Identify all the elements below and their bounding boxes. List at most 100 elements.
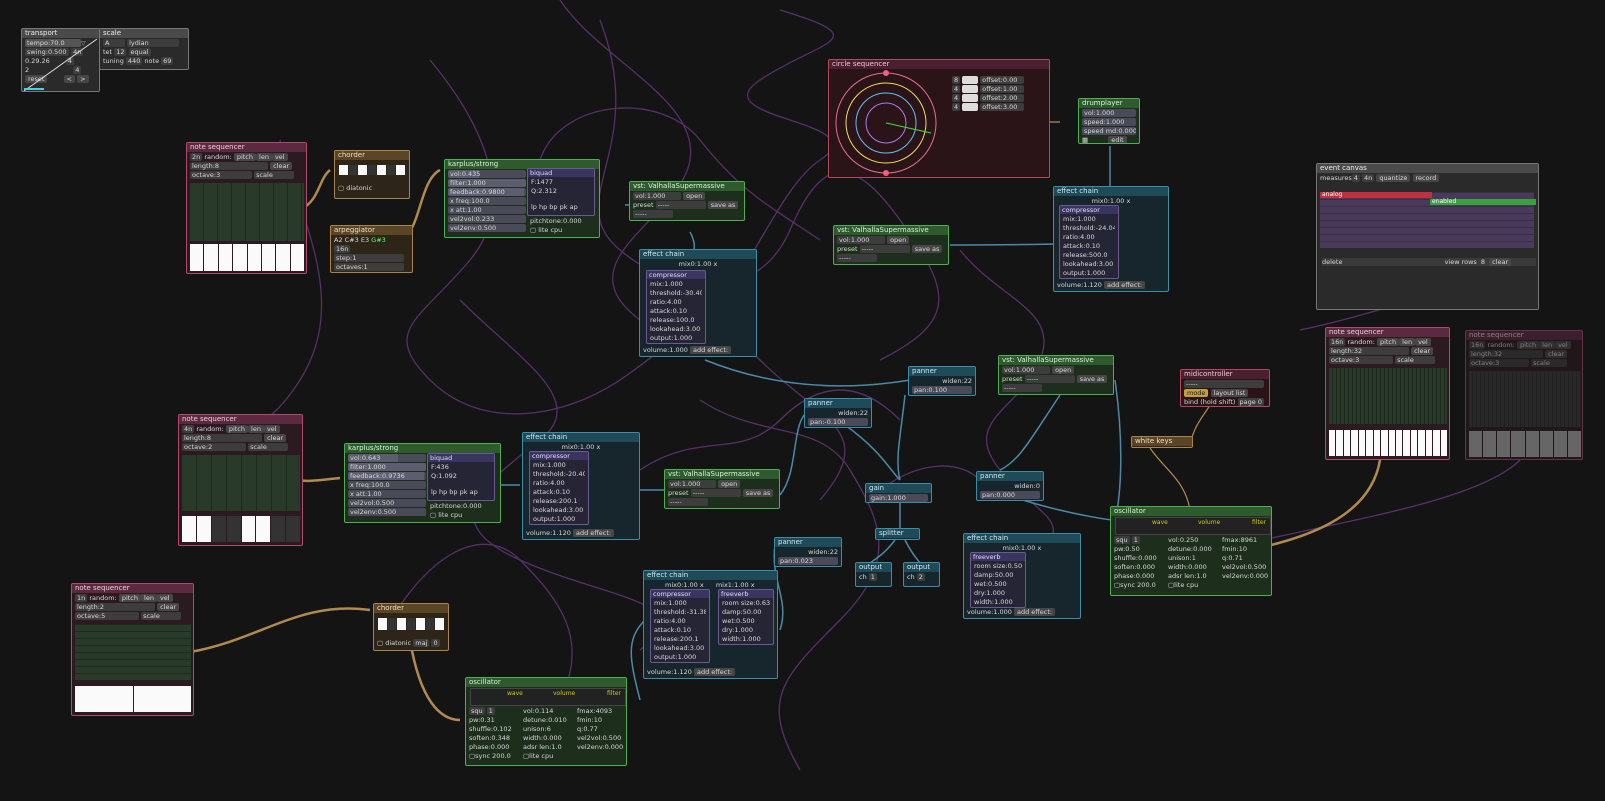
soften-slider[interactable]: soften:0.000 — [1114, 563, 1156, 571]
edit-button[interactable]: edit — [1108, 136, 1127, 143]
volume-slider[interactable]: volume:1.120 — [1057, 281, 1102, 289]
shuffle-slider[interactable]: shuffle:0.000 — [1114, 554, 1157, 562]
unison-slider[interactable]: unison:6 — [523, 725, 551, 733]
comp-attack[interactable]: attack:0.10 — [650, 307, 688, 315]
mix-value[interactable]: mix0:1.00 — [1002, 544, 1036, 552]
sync-value[interactable]: 200.0 — [492, 752, 511, 760]
param-select[interactable]: ----- — [837, 254, 877, 262]
vel2vol-slider[interactable]: vel2vol:0.500 — [1222, 563, 1267, 571]
comp-release[interactable]: release:100.0 — [650, 316, 695, 324]
keyboard[interactable] — [182, 516, 300, 542]
grid-icon[interactable]: ▦ — [1082, 136, 1089, 144]
damp[interactable]: damp:50.00 — [722, 608, 762, 616]
soften-slider[interactable]: soften:0.348 — [469, 734, 511, 742]
step-grid[interactable] — [75, 624, 191, 680]
width-slider[interactable]: width:0.000 — [523, 734, 562, 742]
speed-mod-slider[interactable]: speed md:0.000 — [1082, 127, 1136, 135]
scale-select[interactable]: scale — [1395, 356, 1436, 364]
freeverb-submodule[interactable]: freeverb room size:0.50 damp:50.00 wet:0… — [970, 552, 1026, 608]
sync-value[interactable]: 200.0 — [1137, 581, 1156, 589]
volume-slider[interactable]: volume:1.000 — [967, 608, 1012, 616]
vst-module[interactable]: vst: ValhallaSupermassive vol:1.000 open… — [998, 355, 1114, 395]
steps-field[interactable]: 8 — [952, 76, 961, 84]
scale-select[interactable]: scale — [254, 171, 295, 179]
filter-types[interactable]: lp hp bp pk ap — [531, 203, 578, 211]
feedback-slider[interactable]: feedback:0.9736 — [348, 472, 426, 480]
quantize-toggle[interactable]: quantize — [1376, 174, 1411, 182]
width[interactable]: width:1.000 — [722, 635, 761, 643]
pw-slider[interactable]: pw:0.50 — [1114, 545, 1140, 553]
vel2vol-slider[interactable]: vel2vol:0.500 — [577, 734, 622, 742]
pan-slider[interactable]: pan:0.023 — [778, 557, 838, 565]
wave-type-select[interactable]: squ — [469, 707, 485, 715]
keyboard[interactable] — [1469, 431, 1581, 457]
volume-slider[interactable]: volume:1.120 — [647, 668, 692, 676]
chevron-down-icon[interactable]: ▽ — [81, 40, 86, 47]
remove-x[interactable]: x — [596, 443, 601, 451]
tet-field[interactable]: 12 — [114, 48, 127, 56]
vel2env-slider[interactable]: vel2env:0.500 — [448, 224, 526, 232]
compressor-submodule[interactable]: compressor mix:1.000 threshold:-20.40 ra… — [529, 451, 589, 525]
vol-slider[interactable]: vol:1.000 — [1082, 109, 1136, 117]
transport-module[interactable]: transport tempo:70.0▽ swing:0.500 4n 0.2… — [21, 28, 100, 92]
comp-release[interactable]: release:200.1 — [654, 635, 699, 643]
waveform-display[interactable]: wave volume filter — [1115, 517, 1271, 535]
tempo-slider[interactable]: tempo:70.0 — [25, 39, 81, 47]
length-slider[interactable]: length:8 — [182, 434, 262, 442]
random-vel-button[interactable]: vel — [271, 153, 288, 161]
octave-select[interactable]: 1 — [1131, 536, 1140, 544]
mix-value[interactable]: mix0:1.00 — [1091, 197, 1125, 205]
pw-slider[interactable]: pw:0.31 — [469, 716, 495, 724]
width[interactable]: width:1.000 — [974, 598, 1013, 606]
adsr-len-slider[interactable]: adsr len:1.0 — [1168, 572, 1207, 580]
filter-slider[interactable]: filter:1.000 — [348, 463, 426, 471]
octave-slider[interactable]: octave:3 — [1329, 356, 1393, 364]
freq-value[interactable]: F:436 — [431, 463, 449, 471]
vst-module[interactable]: vst: ValhallaSupermassive vol:1.000 open… — [629, 181, 745, 221]
checkbox[interactable]: ▢ — [1168, 581, 1175, 589]
output-module[interactable]: output ch 1 — [855, 562, 892, 587]
chord-keys[interactable] — [378, 618, 445, 630]
step-grid[interactable] — [190, 183, 304, 241]
vel2env-slider[interactable]: vel2env:0.000 — [577, 743, 624, 751]
device-select[interactable]: ----- — [1184, 380, 1264, 388]
step-grid[interactable] — [1329, 368, 1447, 424]
comp-ratio[interactable]: ratio:4.00 — [654, 617, 686, 625]
output-module[interactable]: output ch 2 — [903, 562, 940, 587]
keyboard[interactable] — [1329, 430, 1447, 456]
clear-button[interactable]: clear — [157, 603, 180, 611]
keyboard[interactable] — [75, 686, 191, 712]
random-pitch-button[interactable]: pitch — [233, 153, 257, 161]
clear-button[interactable]: clear — [1489, 258, 1512, 266]
preset-select[interactable]: ----- — [655, 201, 706, 209]
offset-slider[interactable]: offset:1.00 — [980, 85, 1025, 93]
xfreq-slider[interactable]: x freq:100.0 — [348, 481, 426, 489]
random-pitch-button[interactable]: pitch — [225, 425, 249, 433]
random-vel-button[interactable]: vel — [156, 594, 173, 602]
random-len-button[interactable]: len — [141, 594, 157, 602]
param-select[interactable]: ----- — [668, 498, 708, 506]
width-slider[interactable]: width:0.000 — [1168, 563, 1207, 571]
random-pitch-button[interactable]: pitch — [1516, 341, 1540, 349]
channel-select[interactable]: 1 — [868, 573, 877, 581]
comp-attack[interactable]: attack:0.10 — [1063, 242, 1101, 250]
length-slider[interactable]: length:2 — [75, 603, 155, 611]
param-select[interactable]: ----- — [1002, 384, 1042, 392]
vol-slider[interactable]: vol:0.250 — [1168, 536, 1199, 544]
checkbox[interactable]: ▢ — [377, 639, 384, 647]
checkbox[interactable]: ▢ — [530, 226, 537, 234]
mix1-value[interactable]: mix1:1.00 — [715, 581, 749, 589]
shuffle-slider[interactable]: shuffle:0.102 — [469, 725, 512, 733]
comp-output[interactable]: output:1.000 — [1063, 269, 1106, 277]
delete-button[interactable]: delete — [1322, 258, 1343, 266]
compressor-submodule[interactable]: compressor mix:1.000 threshold:-31.38 ra… — [650, 589, 710, 663]
q-value[interactable]: Q:1.092 — [431, 472, 457, 480]
remove-x[interactable]: x — [713, 260, 718, 268]
offset-slider[interactable]: offset:0.00 — [980, 76, 1025, 84]
event-lane[interactable]: enabled — [1430, 199, 1536, 205]
comp-output[interactable]: output:1.000 — [650, 334, 693, 342]
biquad-submodule[interactable]: biquad F:436 Q:1.092 lp hp bp pk ap — [427, 453, 495, 501]
effect-chain-module[interactable]: effect chain mix0:1.00 x compressor mix:… — [639, 249, 757, 357]
